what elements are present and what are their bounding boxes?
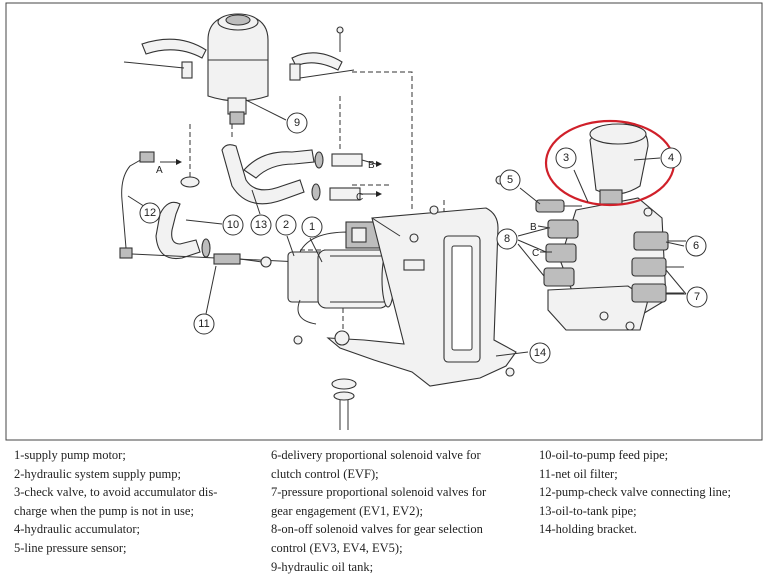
svg-text:3: 3 <box>563 152 569 164</box>
legend-item-11: 11-net oil filter; <box>539 466 618 481</box>
svg-text:8: 8 <box>504 233 510 245</box>
legend-column-2: 6-delivery proportional solenoid valve f… <box>271 446 526 576</box>
legend-item-7: 7-pressure proportional solenoid valves … <box>271 485 487 518</box>
hydraulic-oil-tank <box>207 13 269 125</box>
svg-text:11: 11 <box>198 318 209 330</box>
flow-label-c-right: C <box>356 192 363 203</box>
solenoid-valve-block <box>495 175 686 331</box>
hydraulic-accumulator <box>589 123 649 205</box>
callout-2: 2 <box>275 214 297 236</box>
svg-text:6: 6 <box>693 240 699 252</box>
callout-12: 12 <box>139 202 161 224</box>
callout-10: 10 <box>222 214 244 236</box>
callout-leaders <box>127 99 687 357</box>
svg-text:14: 14 <box>534 347 546 359</box>
legend-item-10: 10-oil-to-pump feed pipe; <box>539 448 669 462</box>
svg-text:5: 5 <box>507 174 513 186</box>
legend-item-1: 1-supply pump motor; <box>14 448 126 462</box>
svg-text:1: 1 <box>309 221 315 233</box>
parts-legend: 1-supply pump motor; 2-hydraulic system … <box>0 446 768 583</box>
legend-item-6: 6-delivery proportional solenoid valve f… <box>271 448 481 481</box>
svg-text:2: 2 <box>283 219 289 231</box>
legend-item-4: 4-hydraulic accumulator; <box>14 522 140 537</box>
legend-item-5: 5-line pressure sensor; <box>14 540 127 555</box>
legend-item-2: 2-hydraulic system supply pump; <box>14 466 181 481</box>
svg-text:12: 12 <box>144 207 156 219</box>
tank-bracket <box>123 26 355 81</box>
flow-label-b-block: B <box>530 222 537 233</box>
flow-label-c-block: C <box>532 248 539 259</box>
legend-item-3: 3-check valve, to avoid accumulator dis-… <box>14 485 218 518</box>
legend-item-9: 9-hydraulic oil tank; <box>271 559 374 574</box>
exploded-view-diagram: A B C B C 1 2 3 4 5 6 7 8 9 10 11 12 13 … <box>5 2 763 441</box>
callout-9: 9 <box>286 112 308 134</box>
legend-item-14: 14-holding bracket. <box>539 522 637 537</box>
callout-1: 1 <box>301 216 323 238</box>
legend-item-13: 13-oil-to-tank pipe; <box>539 503 637 518</box>
callout-14: 14 <box>529 342 551 364</box>
callout-11: 11 <box>193 313 215 335</box>
flow-label-a: A <box>156 165 163 176</box>
net-oil-filter <box>213 253 272 268</box>
svg-text:7: 7 <box>694 291 700 303</box>
holding-bracket <box>326 207 517 387</box>
callout-5: 5 <box>499 169 521 191</box>
callout-7: 7 <box>686 286 708 308</box>
svg-text:10: 10 <box>227 219 239 231</box>
callout-6: 6 <box>685 235 707 257</box>
oil-to-pump-feed-pipe <box>155 176 211 260</box>
svg-text:4: 4 <box>668 152 674 164</box>
mounting-hardware <box>293 205 515 430</box>
callout-8: 8 <box>496 228 518 250</box>
svg-text:9: 9 <box>294 117 300 129</box>
svg-text:13: 13 <box>255 219 267 231</box>
legend-column-3: 10-oil-to-pump feed pipe; 11-net oil fil… <box>539 446 764 539</box>
legend-item-12: 12-pump-check valve connecting line; <box>539 485 731 500</box>
legend-column-1: 1-supply pump motor; 2-hydraulic system … <box>14 446 249 558</box>
callout-13: 13 <box>250 214 272 236</box>
diagram-frame <box>5 2 763 441</box>
callout-4: 4 <box>660 147 682 169</box>
flow-label-b-right: B <box>368 160 375 171</box>
callout-3: 3 <box>555 147 577 169</box>
oil-to-tank-pipe <box>221 144 377 205</box>
legend-item-8: 8-on-off solenoid valves for gear select… <box>271 522 483 555</box>
